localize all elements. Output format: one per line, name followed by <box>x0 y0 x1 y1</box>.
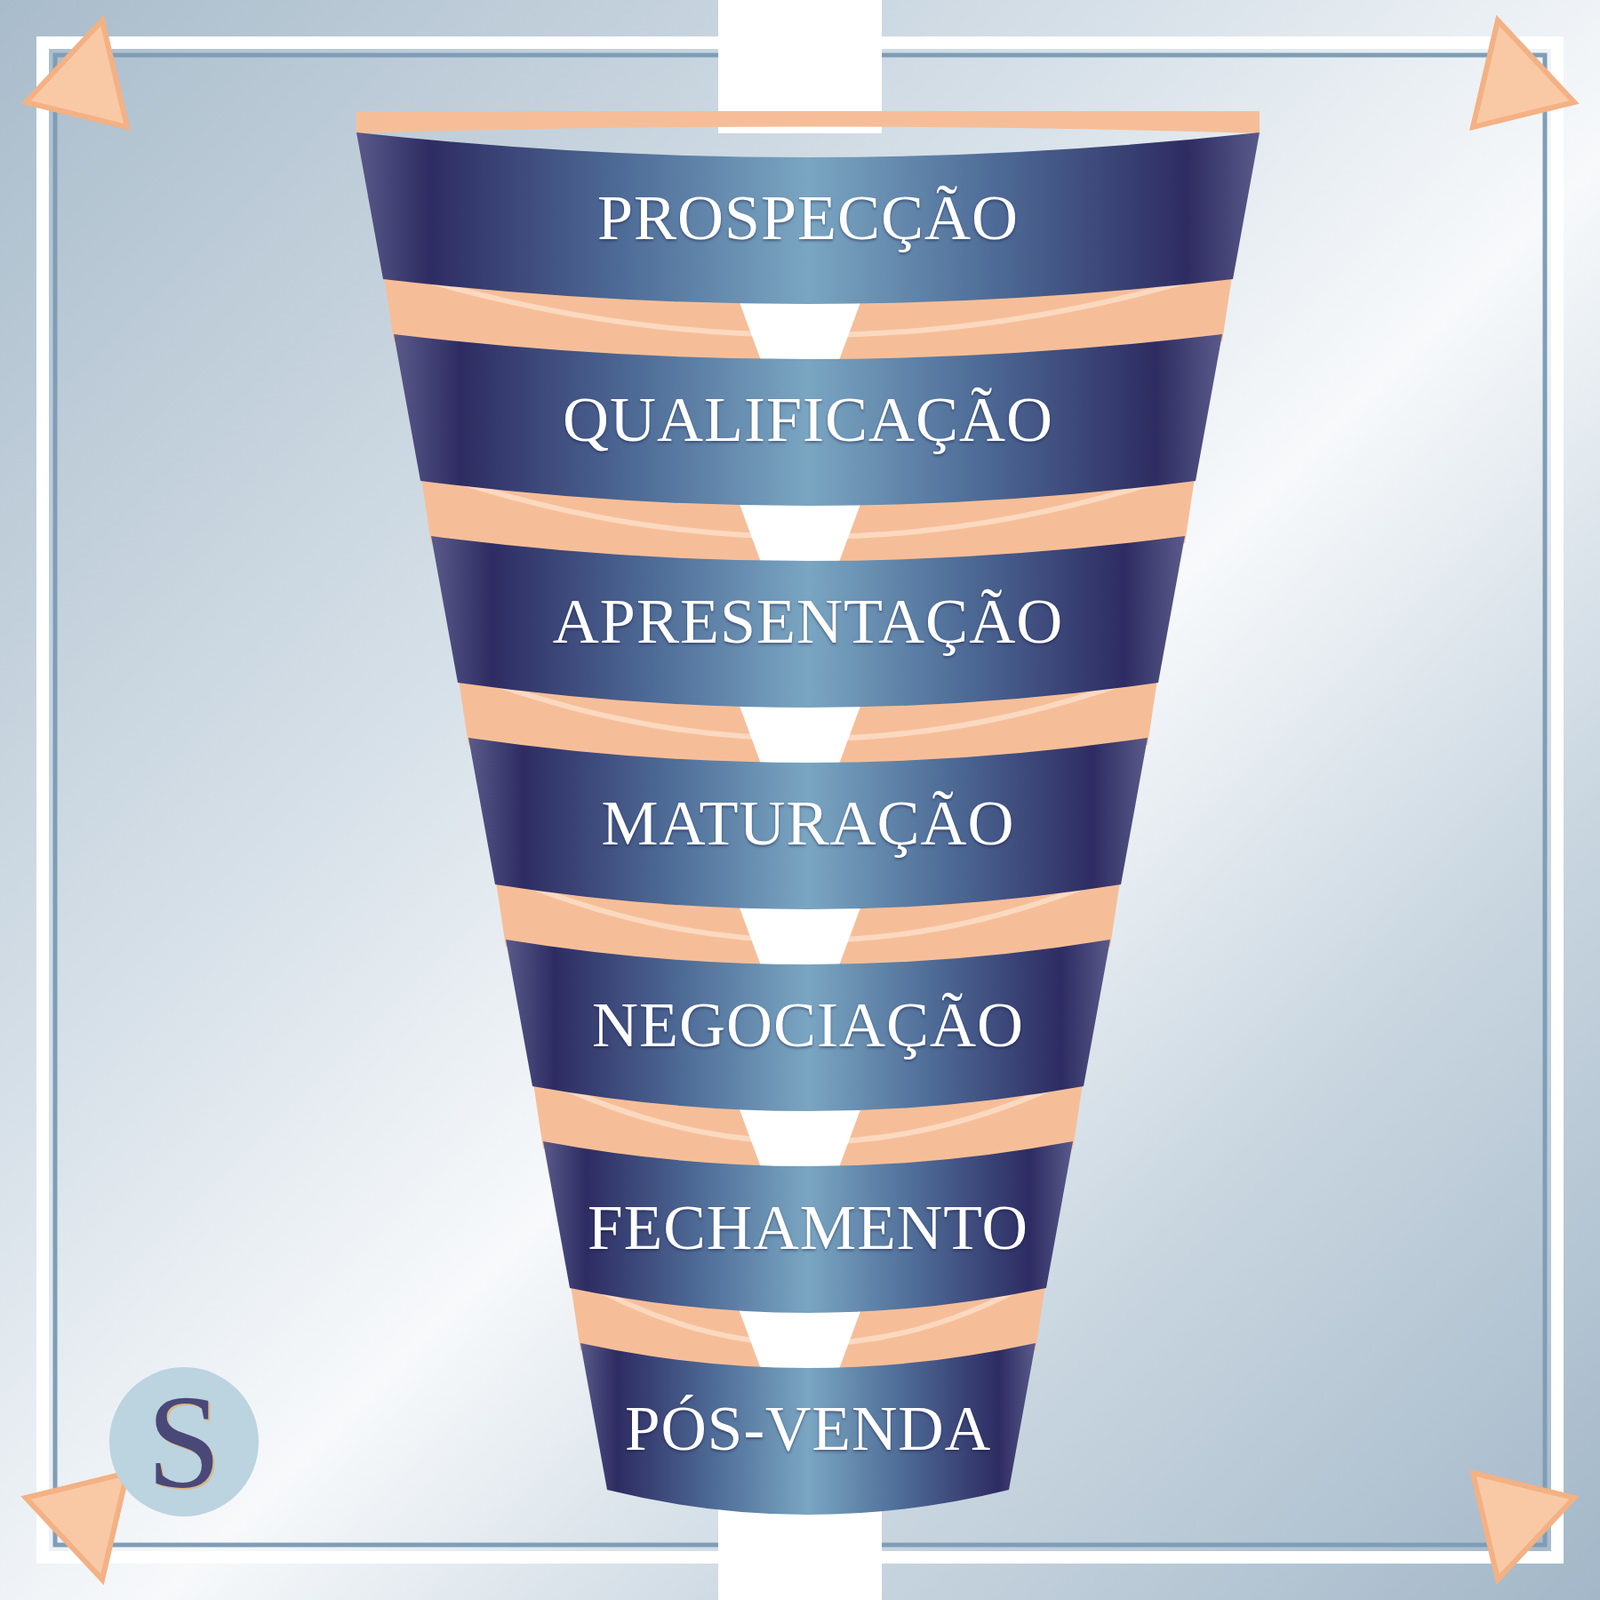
corner-triangle <box>1472 1472 1575 1580</box>
band-fill <box>356 132 1260 304</box>
stage-label: PÓS-VENDA <box>624 1392 992 1465</box>
funnel-band: APRESENTAÇÃO <box>431 536 1185 708</box>
corner-triangle <box>25 20 128 128</box>
corner-triangle <box>1472 20 1575 128</box>
logo-circle <box>109 1367 259 1517</box>
funnel-band: PÓS-VENDA <box>580 1343 1036 1515</box>
funnel-band: FECHAMENTO <box>543 1141 1073 1313</box>
ribbon-group <box>383 270 1233 1379</box>
band-fill <box>468 737 1148 910</box>
band-fill <box>580 1343 1036 1515</box>
funnel-band: MATURAÇÃO <box>468 737 1148 910</box>
stage-label: FECHAMENTO <box>587 1191 1029 1264</box>
logo-letter: S <box>146 1375 221 1509</box>
stage-label: PROSPECÇÃO <box>597 181 1019 256</box>
stage-label: APRESENTAÇÃO <box>552 584 1064 659</box>
band-fill <box>543 1141 1073 1313</box>
stage-label: QUALIFICAÇÃO <box>562 383 1054 457</box>
band-fill <box>431 536 1185 708</box>
band-fill <box>393 334 1223 506</box>
ribbon <box>356 111 1260 134</box>
inner-frame <box>55 55 1545 1545</box>
band-fill <box>505 939 1111 1112</box>
stage-label: NEGOCIAÇÃO <box>592 988 1024 1063</box>
outer-frame <box>42 42 1558 1558</box>
funnel-band: PROSPECÇÃO <box>356 132 1260 304</box>
funnel-band: QUALIFICAÇÃO <box>393 334 1223 506</box>
funnel-band: NEGOCIAÇÃO <box>505 939 1111 1112</box>
corner-triangle <box>25 1472 128 1580</box>
stage-label: MATURAÇÃO <box>600 786 1015 861</box>
